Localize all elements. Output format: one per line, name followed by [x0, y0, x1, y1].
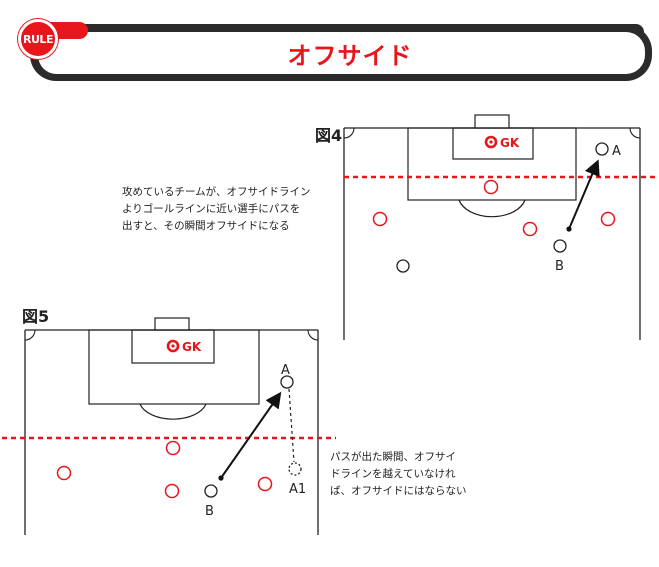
fig4-corner-arc-left [343, 127, 355, 139]
fig5-corner-arc-right [307, 329, 319, 341]
fig4-gk-marker [484, 135, 498, 149]
fig4-player-b [553, 239, 567, 253]
fig5-player-a-label: A [281, 363, 290, 378]
fig5-player-a1 [288, 462, 302, 476]
fig4-player-b-label: B [555, 259, 564, 274]
fig4-defender-2 [372, 211, 388, 227]
fig5-defender-4 [257, 476, 273, 492]
fig5-movement-path [288, 388, 295, 463]
fig5-pass-arrow [220, 391, 282, 479]
fig5-gk-marker [166, 339, 180, 353]
fig5-defender-3 [164, 483, 180, 499]
fig4-defender-1 [483, 179, 499, 195]
fig5-penalty-arc [139, 403, 207, 420]
page-title: オフサイド [287, 42, 413, 70]
figure4-description: 攻めているチームが、オフサイドライン よりゴールラインに近い選手にパスを 出すと… [122, 186, 311, 232]
figure5-pitch: GK A B A1 [2, 317, 336, 535]
fig5-gk-label: GK [182, 340, 202, 354]
fig4-attacker [396, 259, 410, 273]
fig4-player-a [595, 142, 609, 156]
fig4-goal-area [452, 127, 534, 160]
fig4-corner-arc-right [629, 127, 641, 139]
fig5-gk-marker-center [171, 344, 175, 348]
fig4-gk-label: GK [500, 136, 520, 150]
fig4-goal [474, 114, 510, 129]
fig4-defender-3 [522, 221, 538, 237]
fig5-goal [154, 317, 190, 331]
figure5-label: 図5 [22, 307, 50, 326]
fig4-penalty-area [407, 127, 577, 201]
figure5-description: パスが出た瞬間、オフサイ ドラインを越えていなけれ ば、オフサイドにはならない [330, 451, 467, 497]
fig5-player-b-label: B [205, 504, 214, 519]
fig5-player-a [280, 375, 294, 389]
fig4-pass-arrow [568, 159, 600, 230]
fig5-goal-area [131, 329, 215, 364]
fig5-player-a1-label: A1 [289, 482, 306, 497]
fig4-player-a-label: A [612, 144, 621, 159]
rule-badge: RULE [18, 19, 58, 59]
figure4-label: 図4 [315, 126, 343, 145]
fig5-defender-1 [165, 440, 181, 456]
fig4-defender-4 [600, 211, 616, 227]
fig5-player-b [204, 484, 218, 498]
fig5-corner-arc-left [24, 329, 36, 341]
figure4-pitch: GK A B [343, 114, 659, 340]
fig4-gk-marker-center [489, 140, 493, 144]
fig4-penalty-arc [458, 199, 526, 218]
header-frame [30, 25, 652, 81]
fig5-defender-2 [56, 465, 72, 481]
